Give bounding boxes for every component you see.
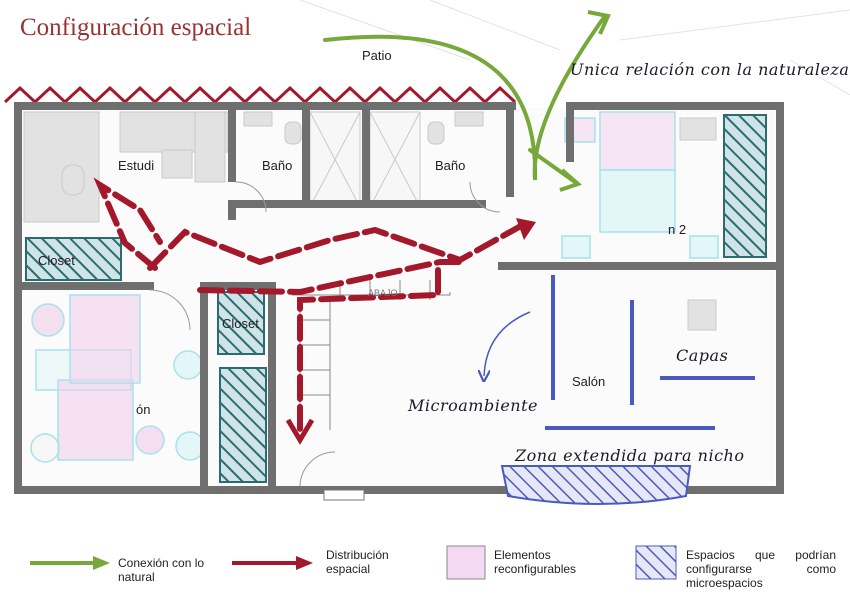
legend-hatch-swatch [635, 545, 677, 580]
closet-hatch-4 [723, 114, 767, 258]
furniture [23, 111, 717, 331]
red-arrowhead-1 [516, 218, 536, 240]
legend-label-pink: Elementos reconfigurables [494, 548, 577, 576]
room-label-comedor: ón [136, 402, 151, 417]
legend-label-hatch: Espacios que podrían configurarse como m… [686, 548, 836, 590]
spatial-distribution-path [93, 177, 531, 433]
microambiente-arrow [484, 311, 531, 376]
zigzag-fence [3, 85, 517, 105]
room-label-patio: Patio [362, 48, 392, 63]
closet-hatch-1 [25, 237, 122, 281]
annotation-zona-nicho: Zona extendida para nicho [515, 446, 745, 465]
legend-label-green: Conexión con lo natural [118, 556, 205, 584]
room-label-bano-2: Baño [435, 158, 466, 173]
annotation-naturaleza: Unica relación con la naturaleza [570, 60, 850, 79]
legend-pink-swatch [446, 545, 486, 580]
stair-label: ABAJO [368, 288, 398, 298]
legend-symbols [30, 545, 677, 580]
layer-partitions [545, 275, 755, 430]
green-arrowhead-2 [559, 168, 582, 192]
niche-hatch [500, 465, 692, 505]
door-swings [149, 181, 501, 501]
room-label-bano-1: Baño [262, 158, 293, 173]
walls [14, 102, 784, 494]
closet-hatch-2 [217, 291, 265, 355]
green-arrowhead-1 [587, 10, 611, 35]
legend-green-arrowhead [93, 556, 110, 570]
red-arrowhead-2 [285, 418, 315, 445]
room-label-closet-2: Closet [222, 316, 259, 331]
room-label-habitacion: n 2 [668, 222, 687, 237]
legend-label-red: Distribución espacial [326, 548, 389, 576]
legend-red-arrowhead [296, 556, 313, 570]
annotation-capas: Capas [676, 346, 729, 365]
closet-hatch-3 [219, 367, 267, 483]
room-label-estudio: Estudi [118, 158, 155, 173]
hatched-microspaces [25, 114, 767, 505]
room-label-salon: Salón [572, 374, 606, 389]
room-label-closet-1: Closet [38, 253, 75, 268]
background-sketch-lines [299, 0, 850, 96]
page-title: Configuración espacial [20, 14, 252, 41]
reconfigurable-elements [30, 111, 719, 463]
annotation-microambiente: Microambiente [408, 396, 538, 415]
